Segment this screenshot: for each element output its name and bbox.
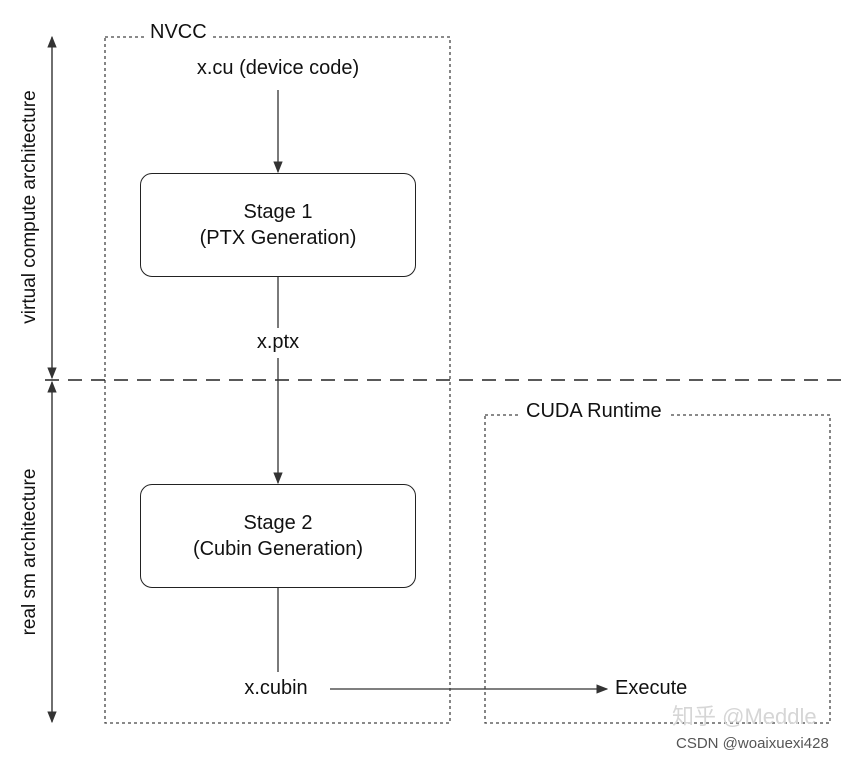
real-arch-label: real sm architecture bbox=[19, 468, 40, 636]
cuda-runtime-label: CUDA Runtime bbox=[520, 400, 668, 422]
stage2-subtitle: (Cubin Generation) bbox=[192, 538, 364, 560]
nvcc-label: NVCC bbox=[144, 21, 213, 43]
cubin-file-label: x.cubin bbox=[244, 677, 308, 699]
stage2-title: Stage 2 bbox=[243, 512, 313, 534]
csdn-watermark: CSDN @woaixuexi428 bbox=[676, 735, 829, 752]
virtual-arch-label: virtual compute architecture bbox=[19, 90, 40, 324]
stage2-box: Stage 2 (Cubin Generation) bbox=[140, 484, 416, 588]
input-file-label: x.cu (device code) bbox=[196, 57, 360, 79]
zhihu-watermark: 知乎 @Meddle bbox=[672, 704, 817, 729]
stage1-title: Stage 1 bbox=[243, 201, 313, 223]
execute-label: Execute bbox=[615, 677, 688, 699]
stage1-subtitle: (PTX Generation) bbox=[199, 227, 357, 249]
ptx-file-label: x.ptx bbox=[256, 331, 300, 353]
cuda-runtime-container bbox=[484, 414, 831, 724]
stage1-box: Stage 1 (PTX Generation) bbox=[140, 173, 416, 277]
